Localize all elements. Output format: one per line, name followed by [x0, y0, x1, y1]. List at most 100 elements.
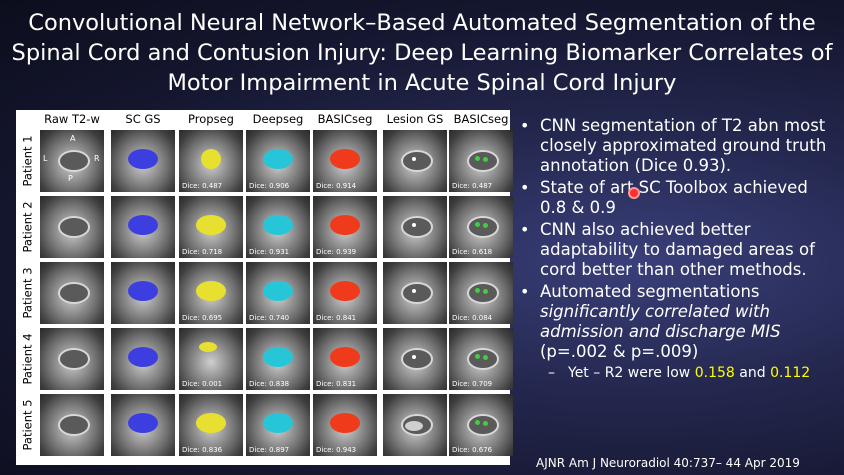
dice-score: Dice: 0.931	[249, 248, 290, 256]
segmentation-mask	[128, 215, 158, 235]
segmentation-mask	[196, 281, 226, 301]
lesion-segmentation-mask	[475, 420, 480, 425]
dice-score: Dice: 0.838	[249, 380, 290, 388]
dice-score: Dice: 0.487	[452, 182, 493, 190]
bullet-2-text: State of art SC Toolbox achieved 0.8 & 0…	[540, 178, 808, 217]
row-label-text: Patient 4	[20, 333, 35, 385]
spinal-cord-shape	[401, 216, 433, 238]
column-header-7: BASICseg	[453, 112, 509, 126]
dice-score: Dice: 0.943	[316, 446, 357, 454]
sub-bullet-text: Yet – R2 were low	[568, 365, 691, 381]
segmentation-mask	[263, 149, 293, 169]
mri-image-basicseg: Dice: 0.487	[449, 130, 513, 192]
spinal-cord-shape	[58, 414, 90, 436]
bullet-dot-icon: •	[520, 282, 530, 301]
segmentation-mask	[201, 149, 221, 169]
mri-image-deepseg: Dice: 0.897	[246, 394, 310, 456]
mri-image-lesion-gs	[383, 328, 447, 390]
lesion-mask	[412, 223, 416, 227]
orientation-posterior: P	[68, 174, 73, 183]
mri-image-lesion-gs	[383, 130, 447, 192]
bullet-4-text-b: significantly correlated with admission …	[540, 302, 781, 341]
spinal-cord-shape	[401, 348, 433, 370]
dice-score: Dice: 0.897	[249, 446, 290, 454]
spinal-cord-shape	[58, 282, 90, 304]
mri-image-basicseg: Dice: 0.943	[313, 394, 377, 456]
mri-image-raw	[40, 196, 104, 258]
row-label-text: Patient 1	[20, 135, 35, 187]
segmentation-mask	[196, 215, 226, 235]
mri-image-lesion-gs	[383, 262, 447, 324]
mri-image-basicseg: Dice: 0.841	[313, 262, 377, 324]
row-label-patient-1: Patient 1	[16, 130, 38, 192]
slide-title: Convolutional Neural Network–Based Autom…	[10, 8, 834, 98]
dice-score: Dice: 0.914	[316, 182, 357, 190]
mri-image-deepseg: Dice: 0.931	[246, 196, 310, 258]
segmentation-mask	[330, 347, 360, 367]
mri-image-propseg: Dice: 0.718	[179, 196, 243, 258]
mri-image-basicseg: Dice: 0.676	[449, 394, 513, 456]
dice-score: Dice: 0.836	[182, 446, 223, 454]
mri-image-lesion-gs	[383, 394, 447, 456]
segmentation-mask	[330, 149, 360, 169]
bullet-4-text-a: Automated segmentations	[540, 282, 760, 301]
laser-pointer-icon	[628, 187, 640, 199]
segmentation-mask	[263, 215, 293, 235]
column-header-6: Lesion GS	[386, 112, 444, 126]
mri-image-deepseg: Dice: 0.740	[246, 262, 310, 324]
dice-score: Dice: 0.487	[182, 182, 223, 190]
lesion-segmentation-mask	[483, 289, 488, 294]
sub-bullet: – Yet – R2 were low 0.158 and 0.112	[518, 364, 834, 382]
row-label-text: Patient 2	[20, 201, 35, 253]
lesion-segmentation-mask	[483, 421, 488, 426]
lesion-segmentation-mask	[475, 288, 480, 293]
column-header-5: BASICseg	[317, 112, 373, 126]
sub-bullet-and: and	[739, 365, 766, 381]
dice-score: Dice: 0.618	[452, 248, 493, 256]
lesion-segmentation-mask	[475, 354, 480, 359]
mri-image-basicseg: Dice: 0.914	[313, 130, 377, 192]
lesion-segmentation-mask	[475, 156, 480, 161]
bullet-3-text: CNN also achieved better adaptability to…	[540, 220, 815, 279]
mri-image-basicseg: Dice: 0.618	[449, 196, 513, 258]
mri-image-raw	[40, 262, 104, 324]
mri-image-raw	[40, 328, 104, 390]
segmentation-mask	[128, 347, 158, 367]
lesion-mask	[405, 421, 423, 431]
segmentation-mask	[196, 413, 226, 433]
column-header-3: Propseg	[188, 112, 234, 126]
segmentation-mask	[263, 347, 293, 367]
row-label-patient-5: Patient 5	[16, 394, 38, 456]
dice-score: Dice: 0.709	[452, 380, 493, 388]
orientation-right: R	[94, 154, 100, 163]
citation: AJNR Am J Neuroradiol 40:737– 44 Apr 201…	[536, 456, 800, 470]
lesion-mask	[412, 355, 416, 359]
orientation-left: L	[43, 154, 48, 163]
dice-score: Dice: 0.676	[452, 446, 493, 454]
bullet-dot-icon: •	[520, 220, 530, 239]
mri-image-propseg: Dice: 0.487	[179, 130, 243, 192]
mri-image-basicseg: Dice: 0.831	[313, 328, 377, 390]
segmentation-mask	[330, 281, 360, 301]
column-header-4: Deepseg	[252, 112, 304, 126]
r2-value-2: 0.112	[770, 365, 811, 381]
mri-image-basicseg: Dice: 0.084	[449, 262, 513, 324]
row-label-patient-2: Patient 2	[16, 196, 38, 258]
mri-image-sc-gs	[111, 394, 175, 456]
dice-score: Dice: 0.084	[452, 314, 493, 322]
row-label-patient-4: Patient 4	[16, 328, 38, 390]
segmentation-mask	[128, 281, 158, 301]
lesion-segmentation-mask	[483, 355, 488, 360]
spinal-cord-shape	[58, 150, 90, 172]
mri-image-propseg: Dice: 0.836	[179, 394, 243, 456]
segmentation-mask	[199, 342, 217, 352]
bullet-dot-icon: •	[520, 116, 530, 135]
dice-score: Dice: 0.740	[249, 314, 290, 322]
mri-image-deepseg: Dice: 0.906	[246, 130, 310, 192]
row-label-patient-3: Patient 3	[16, 262, 38, 324]
dice-score: Dice: 0.695	[182, 314, 223, 322]
segmentation-mask	[330, 215, 360, 235]
mri-image-sc-gs	[111, 262, 175, 324]
lesion-segmentation-mask	[483, 223, 488, 228]
